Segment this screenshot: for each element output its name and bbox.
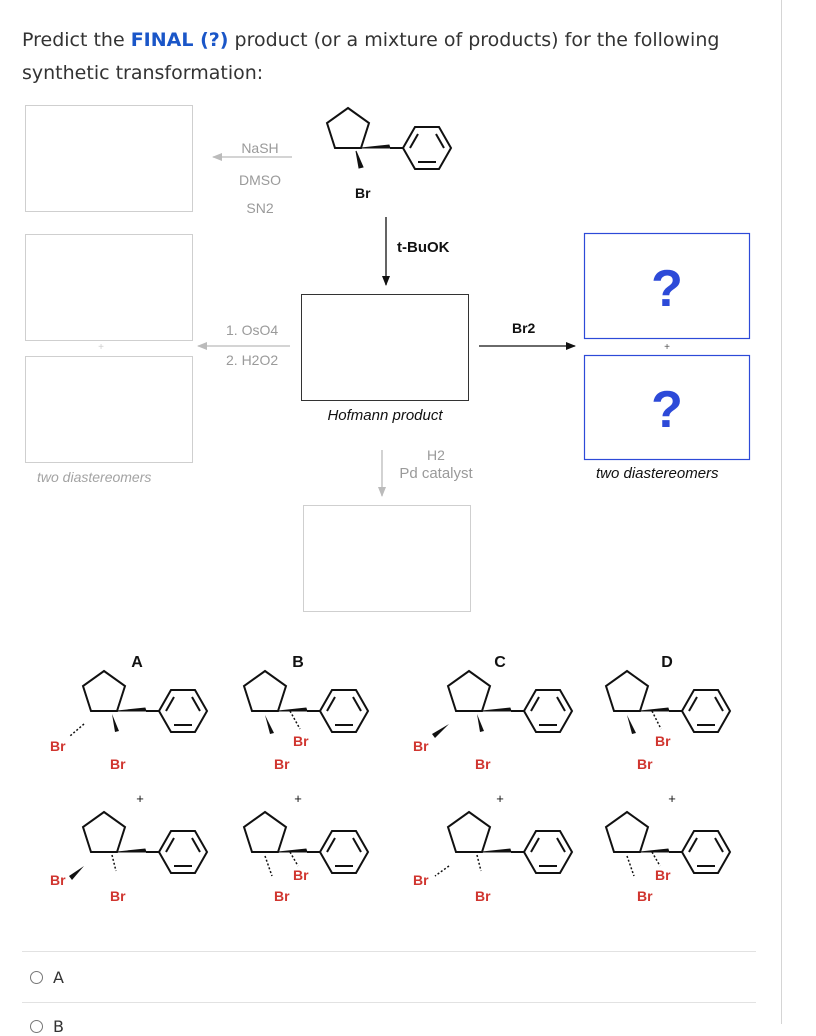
diol-box-2 bbox=[25, 356, 193, 463]
h2-reagent: H2 bbox=[427, 447, 445, 463]
diol-box-1 bbox=[25, 234, 193, 341]
option-b-label: B bbox=[53, 1017, 64, 1036]
option-a-label: A bbox=[53, 968, 64, 987]
oso4-step-1: 1. OsO4 bbox=[226, 322, 278, 338]
hofmann-product-box bbox=[301, 294, 469, 401]
dmso-solvent: DMSO bbox=[239, 172, 281, 188]
choice-a: A Br Br + Br Br bbox=[50, 654, 208, 904]
choice-b: B Br Br + Br Br bbox=[243, 654, 369, 904]
choice-d: D Br Br + Br Br bbox=[605, 654, 731, 904]
choice-b-br-3: Br bbox=[293, 867, 309, 883]
choice-d-br-4: Br bbox=[637, 888, 653, 904]
option-b-row[interactable]: B bbox=[30, 1017, 64, 1036]
left-caption: two diastereomers bbox=[37, 469, 151, 485]
nash-reagent: NaSH bbox=[241, 140, 278, 156]
choice-d-plus: + bbox=[668, 791, 676, 806]
hofmann-caption: Hofmann product bbox=[327, 407, 443, 424]
choice-c-plus: + bbox=[496, 791, 504, 806]
choice-a-br-3: Br bbox=[50, 872, 66, 888]
choice-b-structure-1 bbox=[243, 670, 369, 734]
choice-a-letter: A bbox=[131, 654, 143, 671]
question-prefix: Predict the bbox=[22, 29, 131, 51]
question-emphasis: FINAL (?) bbox=[130, 29, 229, 51]
choice-b-br-2: Br bbox=[274, 756, 290, 772]
choice-a-br-2: Br bbox=[110, 756, 126, 772]
choice-b-br-4: Br bbox=[274, 888, 290, 904]
pd-catalyst: Pd catalyst bbox=[399, 465, 473, 482]
choice-c-br-1: Br bbox=[413, 738, 429, 754]
right-caption: two diastereomers bbox=[596, 465, 719, 482]
choice-a-plus: + bbox=[136, 791, 144, 806]
page-right-border bbox=[781, 0, 782, 1024]
choice-c-br-4: Br bbox=[475, 888, 491, 904]
question-prompt: Predict the FINAL (?) product (or a mixt… bbox=[22, 24, 742, 90]
unknown-product-box-1 bbox=[583, 232, 751, 340]
choice-d-structure-2 bbox=[605, 811, 731, 877]
options-divider-middle bbox=[22, 1002, 756, 1003]
choice-c-br-3: Br bbox=[413, 872, 429, 888]
choice-b-plus: + bbox=[294, 791, 302, 806]
starting-material bbox=[326, 107, 452, 170]
options-divider-top bbox=[22, 951, 756, 952]
choice-c: C Br Br + Br Br bbox=[413, 654, 573, 904]
choice-d-br-1: Br bbox=[655, 733, 671, 749]
left-plus-sign: + bbox=[98, 342, 104, 353]
choice-d-letter: D bbox=[661, 654, 673, 671]
choice-b-structure-2 bbox=[243, 811, 369, 877]
base-reagent: t-BuOK bbox=[397, 239, 450, 256]
choice-d-br-3: Br bbox=[655, 867, 671, 883]
hydrogenation-product-box bbox=[303, 505, 471, 612]
choice-c-br-2: Br bbox=[475, 756, 491, 772]
choice-d-br-2: Br bbox=[637, 756, 653, 772]
choice-c-structure-1 bbox=[432, 670, 573, 738]
right-plus-sign: + bbox=[664, 342, 670, 353]
choice-b-br-1: Br bbox=[293, 733, 309, 749]
nash-product-box bbox=[25, 105, 193, 212]
choice-a-structure-1 bbox=[69, 670, 208, 737]
option-b-radio[interactable] bbox=[30, 1020, 43, 1033]
choice-b-letter: B bbox=[292, 654, 304, 671]
substrate-br-label: Br bbox=[355, 185, 371, 201]
choice-a-structure-2 bbox=[69, 811, 208, 880]
br2-reagent: Br2 bbox=[512, 320, 536, 336]
oso4-step-2: 2. H2O2 bbox=[226, 352, 278, 368]
question-suffix: product (or a mixture of products) for t… bbox=[22, 29, 720, 84]
sn2-label: SN2 bbox=[246, 200, 273, 216]
choice-a-br-1: Br bbox=[50, 738, 66, 754]
choice-c-letter: C bbox=[494, 654, 506, 671]
option-a-row[interactable]: A bbox=[30, 968, 64, 987]
unknown-product-box-2 bbox=[583, 354, 751, 461]
unknown-mark-2: ? bbox=[651, 381, 683, 439]
choice-d-structure-1 bbox=[605, 670, 731, 734]
option-a-radio[interactable] bbox=[30, 971, 43, 984]
unknown-mark-1: ? bbox=[651, 260, 683, 318]
choice-a-br-4: Br bbox=[110, 888, 126, 904]
choice-c-structure-2 bbox=[434, 811, 573, 877]
